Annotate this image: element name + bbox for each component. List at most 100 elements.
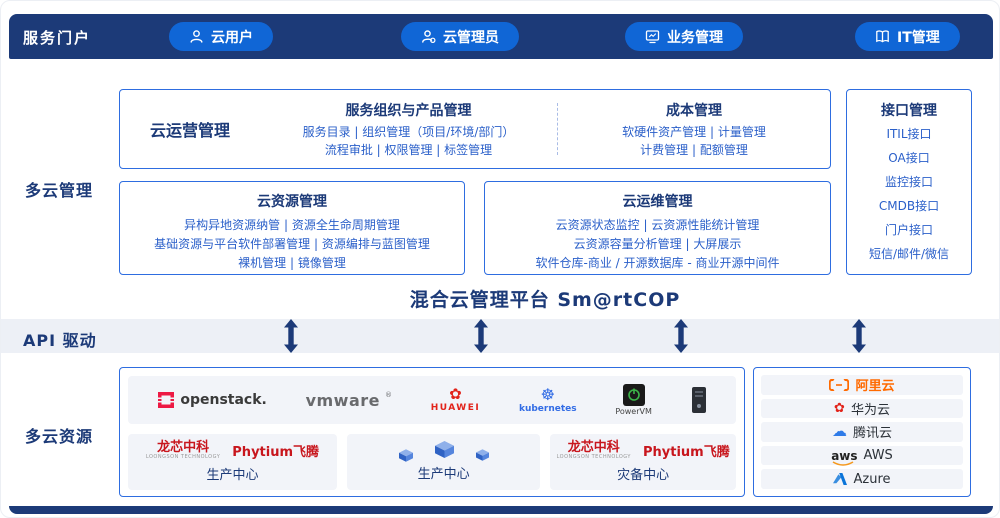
pill-cloud-user[interactable]: 云用户 <box>169 22 273 51</box>
user-icon <box>189 29 204 44</box>
pill-cloud-admin[interactable]: 云管理员 <box>401 22 519 51</box>
cloud-resource-box: 云资源管理 异构异地资源纳管 | 资源全生命周期管理 基础资源与平台软件部署管理… <box>119 181 465 275</box>
cloud-row-tencent: ☁ 腾讯云 <box>761 422 963 442</box>
interface-item: 门户接口 <box>884 223 933 237</box>
server-icon <box>691 387 706 413</box>
cloud-operation-title: 云运营管理 <box>149 121 230 140</box>
pill-cloud-admin-label: 云管理员 <box>443 29 499 46</box>
resources-label: 多云资源 <box>25 427 94 446</box>
pill-cloud-user-label: 云用户 <box>211 29 253 46</box>
box-line: 云资源状态监控 | 云资源性能统计管理 <box>555 218 760 232</box>
double-arrow-icon <box>284 319 298 353</box>
pill-business-management-label: 业务管理 <box>667 29 723 46</box>
dashed-divider <box>557 103 558 155</box>
bottom-strip <box>9 506 993 514</box>
tencent-cloud-label: 腾讯云 <box>852 426 892 442</box>
cloud-row-aws: aws AWS <box>761 445 963 466</box>
interface-management-box: 接口管理 ITIL接口 OA接口 监控接口 CMDB接口 门户接口 短信/邮件/… <box>846 89 972 275</box>
cube-icon <box>434 440 454 458</box>
vendor-logo-row: openstack. vmware® ✿ HUAWEI ☸ kubernetes… <box>128 376 736 424</box>
box-line: 裸机管理 | 镜像管理 <box>238 256 346 270</box>
platform-title: 混合云管理平台 Sm@rtCOP <box>409 289 681 311</box>
aws-word: aws <box>831 448 858 463</box>
huawei-label: HUAWEI <box>430 403 481 413</box>
center-label: 生产中心 <box>206 467 259 483</box>
multi-cloud-resources-box: openstack. vmware® ✿ HUAWEI ☸ kubernetes… <box>119 367 745 497</box>
service-product-section: 服务组织与产品管理 服务目录 | 组织管理（项目/环境/部门） 流程审批 | 权… <box>260 100 557 159</box>
pill-it-management-label: IT管理 <box>897 29 940 46</box>
azure-label: Azure <box>853 471 891 487</box>
pill-business-management[interactable]: 业务管理 <box>625 22 743 51</box>
openstack-icon <box>158 392 175 408</box>
loongson-logo: 龙芯中科 LOONGSON TECHNOLOGY <box>556 440 631 461</box>
loongson-sublabel: LOONGSON TECHNOLOGY <box>556 454 631 461</box>
box-line: 云资源容量分析管理 | 大屏展示 <box>573 237 742 251</box>
portal-band: 服务门户 云用户 云管理员 业务管理 IT管理 <box>9 14 993 59</box>
cloud-row-alibaba: 阿里云 <box>761 375 963 395</box>
powervm-label: PowerVM <box>615 407 652 416</box>
brand-row: 龙芯中科 LOONGSON TECHNOLOGY Phytium飞腾 <box>556 440 730 461</box>
interface-item: OA接口 <box>888 151 930 165</box>
server-logo <box>691 386 707 414</box>
kubernetes-label: kubernetes <box>518 403 577 414</box>
interface-item: 短信/邮件/微信 <box>868 247 950 261</box>
cube-icon <box>475 448 489 461</box>
interface-item: CMDB接口 <box>878 199 940 213</box>
center-label: 生产中心 <box>417 466 470 482</box>
cloud-ops-title: 云运维管理 <box>622 194 693 210</box>
aws-icon: aws <box>831 448 858 466</box>
interface-title: 接口管理 <box>881 103 937 119</box>
management-label: 多云管理 <box>25 181 94 200</box>
section-title: 成本管理 <box>666 102 722 119</box>
disaster-recovery-center: 龙芯中科 LOONGSON TECHNOLOGY Phytium飞腾 灾备中心 <box>550 434 736 490</box>
double-arrow-icon <box>852 319 866 353</box>
loongson-sublabel: LOONGSON TECHNOLOGY <box>145 454 221 461</box>
alibaba-cloud-label: 阿里云 <box>855 379 895 395</box>
interface-item: 监控接口 <box>884 175 933 189</box>
alibaba-cloud-icon <box>829 378 850 391</box>
double-arrow-icon <box>674 319 688 353</box>
aws-label: AWS <box>863 448 893 464</box>
api-label: API 驱动 <box>23 331 97 350</box>
public-clouds-box: 阿里云 ✿ 华为云 ☁ 腾讯云 aws AWS Azure <box>753 367 971 497</box>
loongson-logo: 龙芯中科 LOONGSON TECHNOLOGY <box>145 440 221 461</box>
huawei-cloud-icon: ✿ <box>834 400 845 416</box>
section-line: 软硬件资产管理 | 计量管理 <box>622 124 766 139</box>
pill-it-management[interactable]: IT管理 <box>855 22 960 51</box>
loongson-label: 龙芯中科 <box>157 440 210 456</box>
huawei-logo: ✿ HUAWEI <box>430 387 481 414</box>
aws-smile-icon <box>832 460 854 466</box>
center-label: 灾备中心 <box>617 467 670 483</box>
powervm-icon <box>622 384 645 406</box>
cloud-operation-box: 云运营管理 服务组织与产品管理 服务目录 | 组织管理（项目/环境/部门） 流程… <box>119 89 831 169</box>
registered-mark: ® <box>384 390 392 399</box>
openstack-label: openstack. <box>180 392 267 408</box>
cube-icon <box>398 448 413 462</box>
cloud-row-huawei: ✿ 华为云 <box>761 398 963 419</box>
it-book-icon <box>875 29 890 44</box>
azure-icon <box>833 473 848 486</box>
section-title: 服务组织与产品管理 <box>345 102 472 119</box>
data-centers-row: 龙芯中科 LOONGSON TECHNOLOGY Phytium飞腾 生产中心 … <box>128 434 736 490</box>
admin-user-icon <box>421 29 436 44</box>
portal-label: 服务门户 <box>23 29 92 47</box>
vmware-logo: vmware® <box>306 391 392 410</box>
section-line: 计费管理 | 配额管理 <box>640 142 748 157</box>
cloud-ops-box: 云运维管理 云资源状态监控 | 云资源性能统计管理 云资源容量分析管理 | 大屏… <box>484 181 831 275</box>
cube-row <box>398 440 489 462</box>
section-line: 流程审批 | 权限管理 | 标签管理 <box>324 142 493 157</box>
powervm-logo: PowerVM <box>615 384 652 416</box>
phytium-logo: Phytium飞腾 <box>642 445 730 461</box>
cloud-row-azure: Azure <box>761 469 963 489</box>
interface-item: ITIL接口 <box>886 127 932 141</box>
cost-section: 成本管理 软硬件资产管理 | 计量管理 计费管理 | 配额管理 <box>558 100 830 159</box>
openstack-logo: openstack. <box>157 391 267 409</box>
kubernetes-wheel-icon: ☸ <box>540 384 555 404</box>
box-line: 异构异地资源纳管 | 资源全生命周期管理 <box>184 218 400 232</box>
double-arrow-icon <box>474 319 488 353</box>
api-band: API 驱动 <box>1 319 999 353</box>
brand-row: 龙芯中科 LOONGSON TECHNOLOGY Phytium飞腾 <box>145 440 319 461</box>
box-line: 基础资源与平台软件部署管理 | 资源编排与蓝图管理 <box>154 237 430 251</box>
production-center-1: 龙芯中科 LOONGSON TECHNOLOGY Phytium飞腾 生产中心 <box>128 434 337 490</box>
